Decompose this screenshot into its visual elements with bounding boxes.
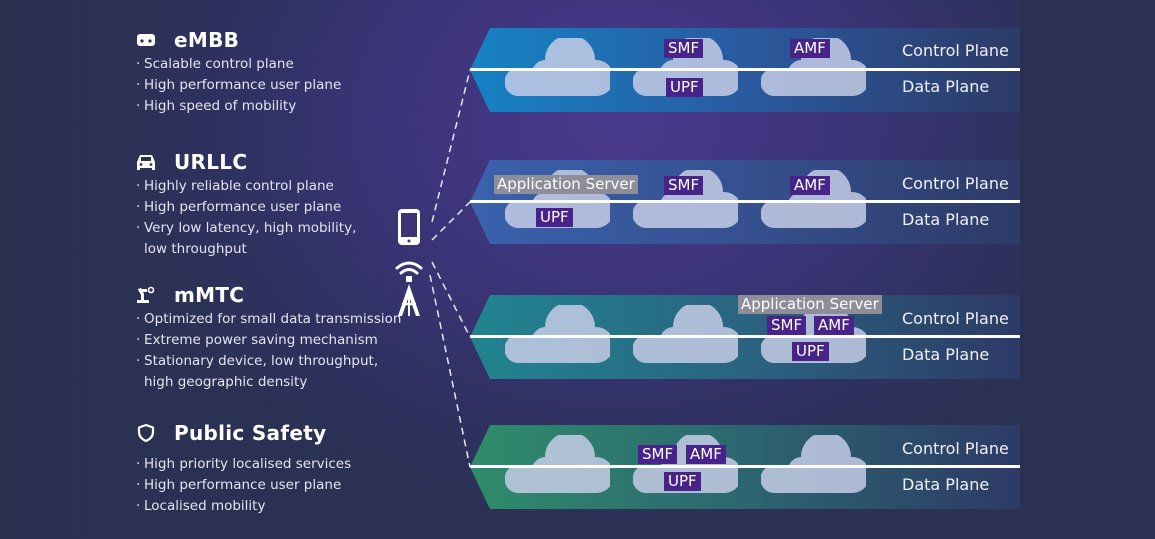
control-plane-label: Control Plane [902, 174, 1009, 193]
control-plane-label: Control Plane [902, 309, 1009, 328]
bullet: ·High performance user plane [136, 199, 342, 215]
cloud-icon [505, 305, 610, 364]
use-case-embb: eMBB ·Scalable control plane ·High perfo… [136, 28, 341, 117]
upf-tag: UPF [792, 342, 829, 361]
slice-embb: SMF AMF UPF Control Plane Data Plane [470, 28, 1020, 112]
use-case-public-safety: Public Safety ·High priority localised s… [136, 421, 351, 517]
link-mmtc [431, 261, 471, 338]
use-case-mmtc: mMTC ·Optimized for small data transmiss… [136, 283, 401, 393]
cloud-icon [505, 435, 610, 494]
bullet: ·High performance user plane [136, 77, 342, 93]
amf-tag: AMF [790, 39, 830, 58]
vr-headset-icon [136, 30, 156, 50]
slice-urllc: Application Server SMF AMF UPF Control P… [470, 160, 1020, 244]
smf-tag: SMF [664, 39, 704, 58]
cloud-icon [633, 170, 738, 229]
cloud-icon [761, 38, 866, 97]
control-plane-label: Control Plane [902, 41, 1009, 60]
bullet-continuation: low throughput [144, 241, 247, 257]
amf-tag: AMF [814, 316, 854, 335]
control-plane-label: Control Plane [902, 439, 1009, 458]
bullet: ·High speed of mobility [136, 98, 297, 114]
data-plane-label: Data Plane [902, 475, 990, 494]
application-server-tag: Application Server [738, 295, 882, 314]
cell-tower-icon [393, 258, 425, 322]
bullet: ·Optimized for small data transmission [136, 311, 402, 327]
bullet: ·Stationary device, low throughput, [136, 353, 379, 369]
cloud-icon [505, 38, 610, 97]
cloud-icon [761, 435, 866, 494]
bullet: ·High priority localised services [136, 456, 352, 472]
upf-tag: UPF [536, 208, 573, 227]
data-plane-label: Data Plane [902, 345, 990, 364]
shield-icon [136, 423, 156, 443]
data-plane-label: Data Plane [902, 210, 990, 229]
use-case-title: Public Safety [174, 421, 327, 445]
amf-tag: AMF [790, 176, 830, 195]
plane-divider [470, 68, 1020, 71]
plane-divider [470, 335, 1020, 338]
bullet: ·Highly reliable control plane [136, 178, 334, 194]
data-plane-label: Data Plane [902, 77, 990, 96]
bullet: ·High performance user plane [136, 477, 342, 493]
application-server-tag: Application Server [494, 175, 638, 194]
smartphone-icon [397, 208, 421, 250]
slice-mmtc: Application Server SMF AMF UPF Control P… [470, 295, 1020, 379]
car-icon [136, 152, 156, 172]
upf-tag: UPF [666, 78, 703, 97]
cloud-icon [761, 170, 866, 229]
bullet: ·Scalable control plane [136, 56, 294, 72]
link-embb [431, 69, 471, 223]
slice-public-safety: SMF AMF UPF Control Plane Data Plane [470, 425, 1020, 509]
bullet: ·Extreme power saving mechanism [136, 332, 378, 348]
use-case-title: eMBB [174, 28, 240, 52]
smf-tag: SMF [664, 176, 704, 195]
robot-arm-icon [136, 285, 156, 305]
plane-divider [470, 465, 1020, 468]
amf-tag: AMF [686, 445, 726, 464]
cloud-icon [633, 38, 738, 97]
plane-divider [470, 200, 1020, 203]
bullet: ·Very low latency, high mobility, [136, 220, 357, 236]
use-case-title: URLLC [174, 150, 248, 174]
bullet: ·Localised mobility [136, 498, 266, 514]
smf-tag: SMF [767, 316, 807, 335]
link-public-safety [429, 274, 471, 468]
cloud-icon [633, 305, 738, 364]
use-case-urllc: URLLC ·Highly reliable control plane ·Hi… [136, 150, 356, 260]
use-case-title: mMTC [174, 283, 245, 307]
bullet-continuation: high geographic density [144, 374, 308, 390]
link-urllc [431, 201, 471, 241]
smf-tag: SMF [638, 445, 678, 464]
upf-tag: UPF [664, 472, 701, 491]
left-background [0, 0, 118, 539]
